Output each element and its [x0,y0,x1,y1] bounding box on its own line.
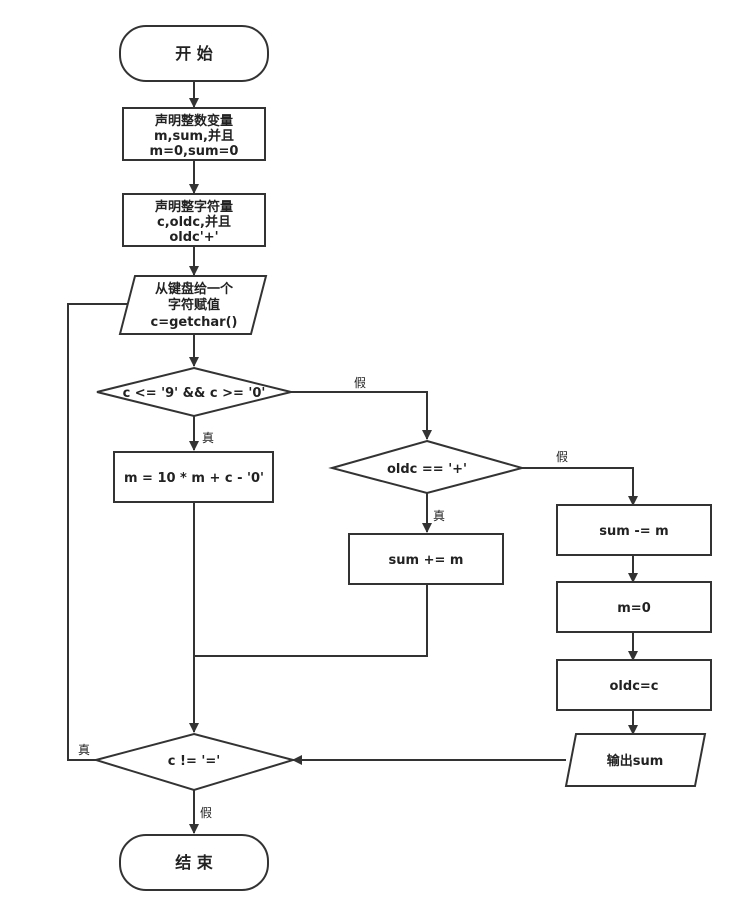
set-oldc-box [556,659,712,711]
declare-char-line-2: c,oldc,并且 [157,214,231,230]
end-terminal [119,834,269,891]
declare-char-box [122,193,266,247]
edge-label-loop-true: 真 [78,743,90,757]
cond-digit-diamond [96,366,292,418]
declare-int-line-1: 声明整数变量 [154,113,233,129]
set-oldc-label: oldc=c [610,679,659,694]
edge-label-plus-true: 真 [433,509,445,523]
sum-sub-box [556,504,712,556]
edge-label-digit-true: 真 [202,431,214,445]
cond-digit-label: c <= '9' && c >= '0' [123,386,266,401]
arrow-cond-digit-false [291,391,432,440]
input-line-1: 从键盘给一个 [155,281,234,297]
accumulate-label: m = 10 * m + c - '0' [124,471,264,486]
accumulate-box [113,451,274,503]
reset-m-label: m=0 [617,601,650,616]
reset-m-box [556,581,712,633]
start-label: 开 始 [175,44,213,63]
start-terminal [119,25,269,82]
declare-int-box [122,107,266,161]
edge-label-plus-false: 假 [556,450,568,464]
line-sum-add-merge [194,584,428,657]
cond-end-diamond [92,732,297,792]
sum-add-label: sum += m [389,553,464,568]
cond-end-label: c != '=' [168,754,220,769]
declare-char-line-3: oldc'+' [169,230,218,245]
output-label: 输出sum [607,753,664,769]
input-parallelogram [118,275,268,335]
edge-label-end-false: 假 [200,806,212,820]
sum-add-box [348,533,504,585]
cond-plus-label: oldc == '+' [387,462,467,477]
input-line-2: 字符赋值 [168,297,220,313]
output-parallelogram [564,733,707,787]
declare-char-line-1: 声明整字符量 [154,199,233,215]
edge-label-digit-false: 假 [354,376,366,390]
arrow-cond-plus-false [522,467,638,506]
sum-sub-label: sum -= m [599,524,668,539]
cond-plus-diamond [328,439,526,495]
declare-int-line-2: m,sum,并且 [154,128,234,144]
arrow-loop-back-true [67,299,142,761]
end-label: 结 束 [174,853,214,872]
declare-int-line-3: m=0,sum=0 [150,144,239,159]
input-line-3: c=getchar() [151,315,238,330]
